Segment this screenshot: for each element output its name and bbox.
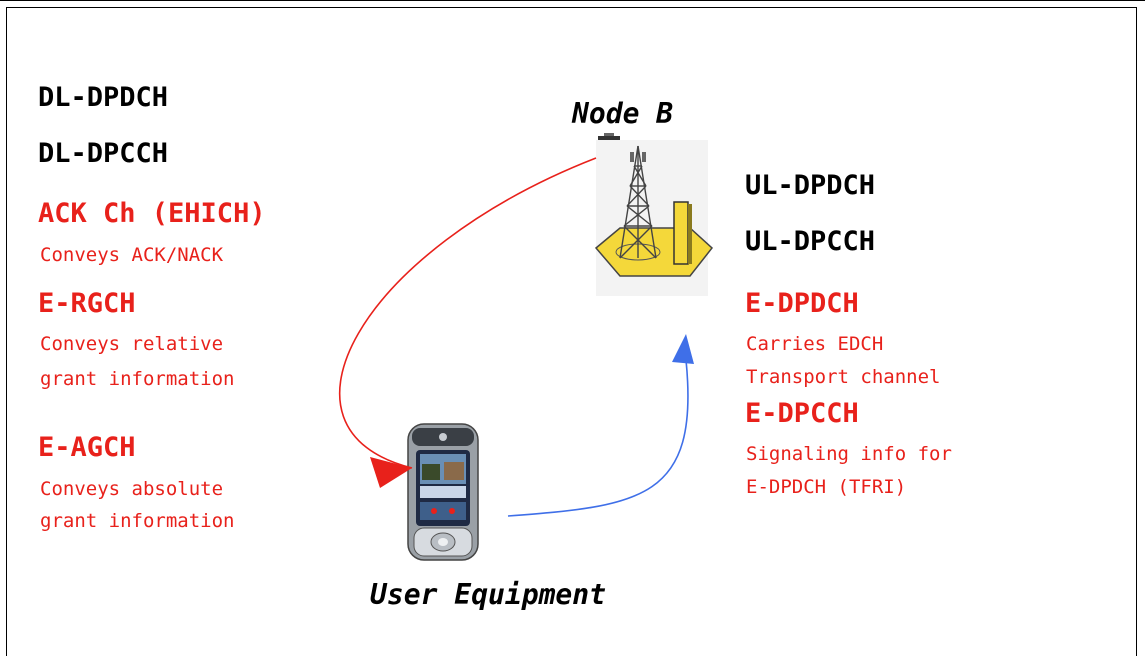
e-dpdch-title: E-DPDCH [745, 288, 859, 319]
node-b-tower-icon [594, 133, 714, 296]
user-equipment-phone-icon [407, 423, 479, 561]
e-agch-desc-line1: Conveys absolute [40, 478, 224, 500]
ul-dpdch-label: UL-DPDCH [745, 170, 876, 201]
downlink-arrow [338, 157, 597, 469]
top-border-line [0, 0, 1145, 1]
e-dpdch-desc-line2: Transport channel [746, 366, 941, 388]
e-agch-desc-line2: grant information [40, 510, 235, 532]
e-dpcch-desc-line2: E-DPDCH (TFRI) [746, 476, 907, 498]
e-rgch-desc-line2: grant information [40, 368, 235, 390]
speaker-icon [439, 433, 447, 441]
e-rgch-title: E-RGCH [38, 288, 136, 319]
uplink-arrowhead [672, 334, 694, 364]
ack-channel-desc: Conveys ACK/NACK [40, 244, 224, 266]
user-equipment-label: User Equipment [370, 578, 607, 611]
e-dpdch-desc-line1: Carries EDCH [746, 333, 884, 355]
e-rgch-desc-line1: Conveys relative [40, 333, 224, 355]
e-dpcch-desc-line1: Signaling info for [746, 443, 952, 465]
e-agch-title: E-AGCH [38, 432, 136, 463]
e-dpcch-title: E-DPCCH [745, 398, 859, 429]
downlink-arrowhead [370, 457, 412, 488]
dl-dpcch-label: DL-DPCCH [38, 138, 169, 169]
uplink-arrow [507, 359, 689, 517]
antenna-dish-icon [598, 133, 620, 140]
ack-channel-title: ACK Ch (EHICH) [38, 198, 266, 229]
node-b-label: Node B [572, 97, 674, 130]
dl-dpdch-label: DL-DPDCH [38, 82, 169, 113]
top-border-line-inner [6, 7, 1137, 8]
ul-dpcch-label: UL-DPCCH [745, 226, 876, 257]
slide-frame [6, 8, 1137, 656]
